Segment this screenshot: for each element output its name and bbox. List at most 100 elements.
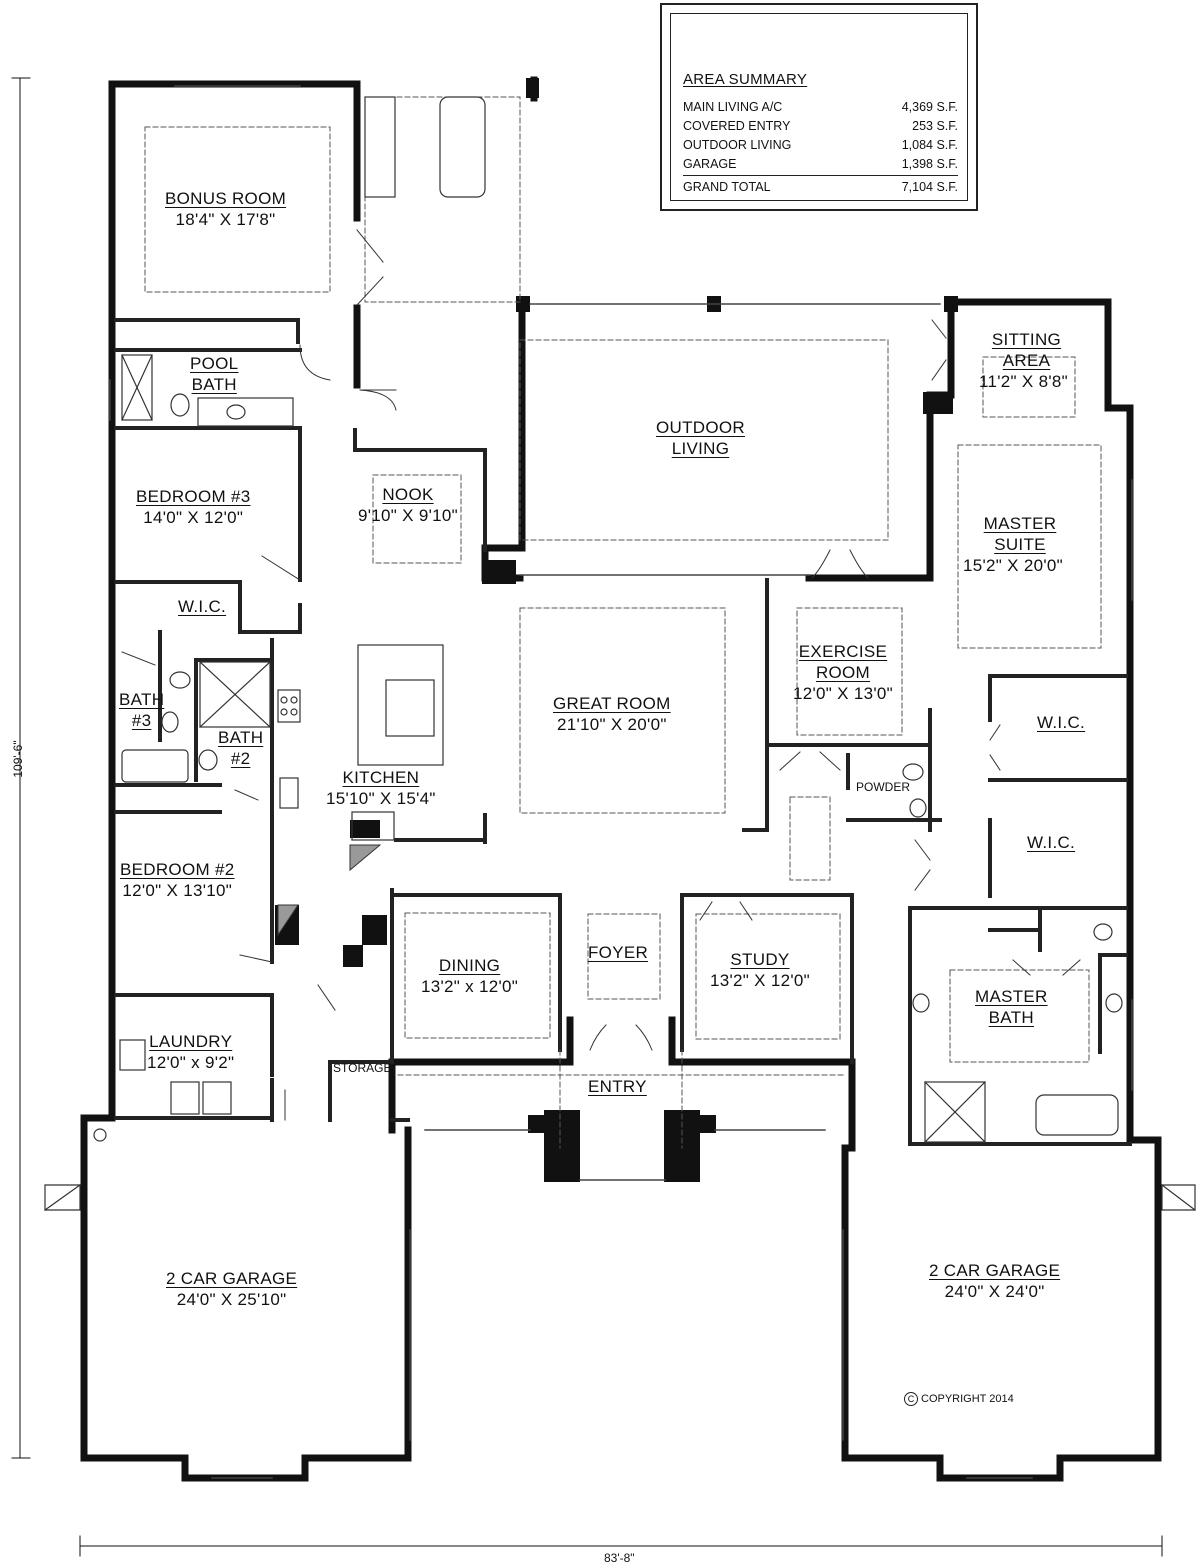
room-dimensions: 11'2" X 8'8" [979, 372, 1068, 391]
room-name: FOYER [588, 943, 649, 962]
room-master-bath: MASTER BATH [975, 986, 1048, 1028]
room-wic-right-2: W.I.C. [1027, 832, 1075, 853]
room-dimensions: 12'0" x 9'2" [147, 1053, 235, 1072]
room-great-room: GREAT ROOM 21'10" X 20'0" [553, 693, 671, 735]
room-laundry: LAUNDRY 12'0" x 9'2" [147, 1031, 234, 1073]
room-name: MASTER [983, 514, 1057, 533]
interior-walls [114, 318, 1132, 1146]
room-name: BATH [191, 375, 237, 394]
fixtures [93, 96, 1123, 1143]
room-name: POOL [190, 354, 239, 373]
area-row: OUTDOOR LIVING 1,084 S.F. [683, 138, 958, 157]
area-row: GARAGE 1,398 S.F. [683, 157, 958, 176]
depth-dimension: 109'-6" [11, 740, 25, 778]
columns [275, 78, 958, 1182]
room-dimensions: 9'10" X 9'10" [358, 506, 458, 525]
room-name: EXERCISE [798, 642, 888, 661]
room-name: 2 CAR GARAGE [166, 1269, 298, 1288]
room-entry: ENTRY [588, 1076, 647, 1097]
room-dimensions: 24'0" X 24'0" [944, 1282, 1045, 1301]
room-name: BATH [119, 690, 165, 709]
room-dimensions: 14'0" X 12'0" [143, 508, 244, 527]
room-name: NOOK [382, 485, 434, 504]
area-row-label: GARAGE [683, 157, 737, 171]
depth-dimension-line [11, 77, 31, 1459]
room-master-suite: MASTER SUITE 15'2" X 20'0" [963, 513, 1063, 576]
room-name: W.I.C. [1037, 713, 1086, 732]
room-name: DINING [438, 956, 501, 975]
room-dining: DINING 13'2" x 12'0" [421, 955, 518, 997]
area-total-value: 7,104 S.F. [901, 180, 958, 194]
side-vents [44, 1184, 1196, 1211]
stair-hatch [277, 844, 382, 937]
room-garage-left: 2 CAR GARAGE 24'0" X 25'10" [166, 1268, 297, 1310]
room-study: STUDY 13'2" X 12'0" [710, 949, 810, 991]
room-dimensions: 21'10" X 20'0" [556, 715, 667, 734]
area-row-value: 4,369 S.F. [901, 100, 958, 114]
width-dimension-line [79, 1535, 1163, 1557]
room-name: BATH [218, 728, 264, 747]
room-exercise-room: EXERCISE ROOM 12'0" X 13'0" [793, 641, 893, 704]
room-garage-right: 2 CAR GARAGE 24'0" X 24'0" [929, 1260, 1060, 1302]
area-row-value: 1,398 S.F. [901, 157, 958, 171]
area-row-label: MAIN LIVING A/C [683, 100, 783, 114]
copyright-text: COPYRIGHT 2014 [921, 1393, 1014, 1405]
room-dimensions: 15'2" X 20'0" [963, 556, 1063, 575]
room-name: LIVING [671, 439, 730, 458]
room-name: 2 CAR GARAGE [929, 1261, 1061, 1280]
room-bedroom-2: BEDROOM #2 12'0" X 13'10" [120, 859, 234, 901]
room-name: SUITE [994, 535, 1046, 554]
room-name: BEDROOM #2 [120, 860, 235, 879]
area-total-row: GRAND TOTAL 7,104 S.F. [683, 180, 958, 199]
room-outdoor-living: OUTDOOR LIVING [656, 417, 745, 459]
room-name: KITCHEN [342, 768, 420, 787]
room-name: BATH [988, 1008, 1034, 1027]
area-row-value: 1,084 S.F. [901, 138, 958, 152]
room-dimensions: 13'2" X 12'0" [710, 971, 810, 990]
door-swings [121, 229, 1081, 1121]
room-name: BEDROOM #3 [136, 487, 251, 506]
room-pool-bath: POOL BATH [190, 353, 238, 395]
area-row: COVERED ENTRY 253 S.F. [683, 119, 958, 138]
room-name: W.I.C. [178, 597, 227, 616]
room-foyer: FOYER [588, 942, 648, 963]
room-name: GREAT ROOM [553, 694, 671, 713]
area-row: MAIN LIVING A/C 4,369 S.F. [683, 100, 958, 119]
room-name: ENTRY [588, 1077, 647, 1096]
room-nook: NOOK 9'10" X 9'10" [358, 484, 458, 526]
area-row-value: 253 S.F. [912, 119, 958, 133]
room-name: STUDY [730, 950, 790, 969]
area-total-label: GRAND TOTAL [683, 180, 771, 194]
copyright-symbol: C [904, 1392, 918, 1406]
room-dimensions: 24'0" X 25'10" [176, 1290, 287, 1309]
room-wic-left: W.I.C. [178, 596, 226, 617]
dashed-outlines [144, 96, 1102, 1149]
room-name: ROOM [815, 663, 871, 682]
area-summary-table: AREA SUMMARY MAIN LIVING A/C 4,369 S.F. … [660, 3, 978, 211]
room-powder: POWDER [856, 780, 910, 794]
room-kitchen: KITCHEN 15'10" X 15'4" [326, 767, 436, 809]
room-name: BONUS ROOM [165, 189, 287, 208]
area-summary-frame [670, 13, 968, 201]
area-row-label: COVERED ENTRY [683, 119, 791, 133]
room-sitting-area: SITTING AREA 11'2" X 8'8" [979, 329, 1068, 392]
room-name: OUTDOOR [656, 418, 745, 437]
room-dimensions: 15'10" X 15'4" [326, 789, 436, 808]
room-name: #3 [131, 711, 152, 730]
room-bonus-room: BONUS ROOM 18'4" X 17'8" [165, 188, 286, 230]
room-dimensions: 18'4" X 17'8" [175, 210, 276, 229]
room-dimensions: 12'0" X 13'10" [122, 881, 233, 900]
windows [109, 85, 1133, 1479]
room-storage: STORAGE [333, 1061, 392, 1075]
room-bath-3: BATH #3 [119, 689, 164, 731]
room-dimensions: 13'2" x 12'0" [421, 977, 519, 996]
room-dimensions: 12'0" X 13'0" [793, 684, 893, 703]
room-name: AREA [1002, 351, 1051, 370]
room-name: #2 [230, 749, 251, 768]
room-bedroom-3: BEDROOM #3 14'0" X 12'0" [136, 486, 250, 528]
room-name: LAUNDRY [149, 1032, 233, 1051]
area-row-label: OUTDOOR LIVING [683, 138, 792, 152]
area-summary-title: AREA SUMMARY [683, 71, 808, 88]
